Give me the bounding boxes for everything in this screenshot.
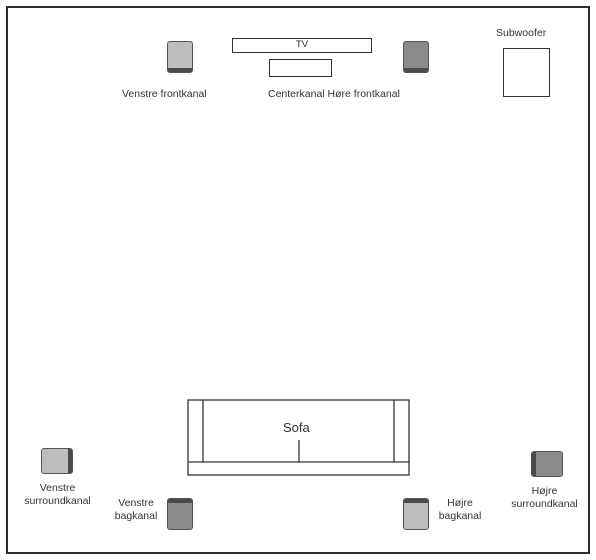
tv — [232, 38, 372, 53]
right-back-speaker — [403, 498, 429, 530]
right-surround-speaker — [531, 451, 563, 477]
left-surround-label-line1: Venstre — [39, 482, 76, 494]
center-right-label: Centerkanal Høre frontkanal — [268, 88, 400, 100]
right-surround-label: Højre surroundkanal — [497, 485, 592, 511]
right-back-label-line2: bagkanal — [438, 510, 482, 522]
right-back-label-line1: Højre — [447, 497, 473, 509]
sofa-label: Sofa — [283, 420, 310, 435]
front-right-speaker — [403, 41, 429, 73]
left-back-speaker — [167, 498, 193, 530]
right-surround-label-line2: surroundkanal — [511, 498, 578, 510]
right-back-label: Højre bagkanal — [432, 497, 488, 523]
front-left-speaker — [167, 41, 193, 73]
left-surround-speaker — [41, 448, 73, 474]
left-surround-label-line2: surroundkanal — [24, 495, 91, 507]
subwoofer-label: Subwoofer — [496, 27, 547, 39]
subwoofer — [503, 48, 550, 97]
left-back-label: Venstre bagkanal — [108, 497, 164, 523]
tv-label: TV — [295, 39, 309, 50]
front-left-label: Venstre frontkanal — [122, 88, 207, 100]
left-back-label-line1: Venstre — [118, 497, 154, 509]
left-back-label-line2: bagkanal — [114, 510, 158, 522]
center-speaker — [269, 59, 332, 77]
right-surround-label-line1: Højre — [531, 485, 558, 497]
left-surround-label: Venstre surroundkanal — [10, 482, 105, 508]
